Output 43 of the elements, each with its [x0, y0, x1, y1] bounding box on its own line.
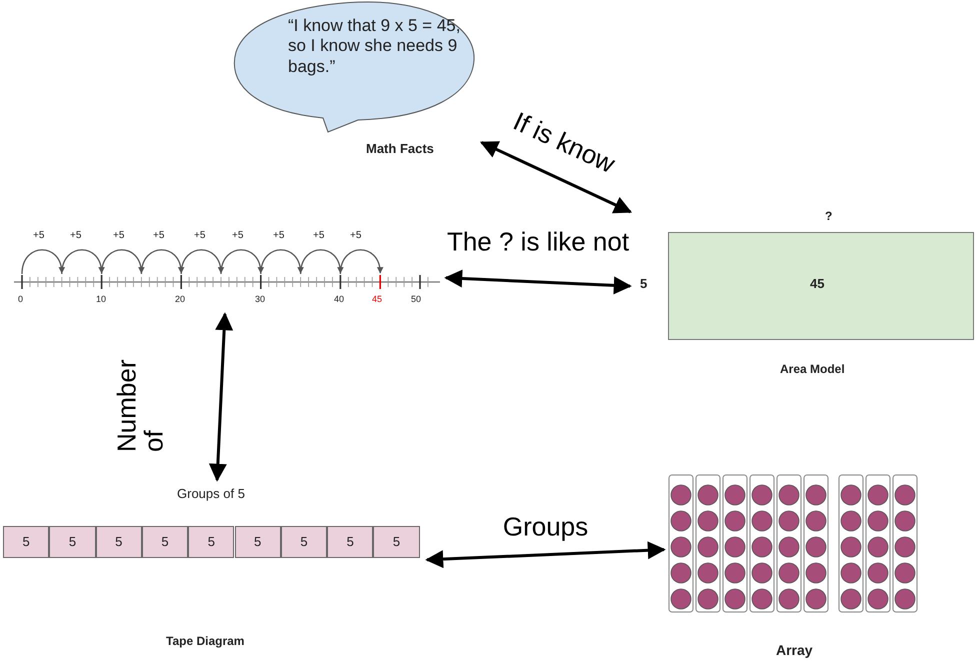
edge-label: If is know — [509, 108, 619, 178]
diagram-label: Array — [776, 642, 813, 658]
tape-segment: 5 — [234, 526, 281, 558]
dimension-label: 5 — [640, 276, 648, 291]
jump-label: +5 — [273, 230, 284, 241]
jump-label: +5 — [350, 230, 362, 241]
diagram-label: Area Model — [780, 362, 845, 376]
double-arrow — [208, 312, 234, 482]
tape-heading: Groups of 5 — [177, 486, 245, 501]
speech-text: “I know that 9 x 5 = 45, so I know she needs 9 bags.” — [288, 16, 462, 78]
double-arrow — [444, 270, 632, 294]
diagram-label: Math Facts — [366, 141, 434, 156]
tick-label: 0 — [18, 294, 24, 304]
dimension-label: ? — [825, 209, 832, 223]
tape-segment: 5 — [327, 526, 374, 558]
tape-segment: 5 — [280, 526, 328, 558]
area-value: 45 — [810, 276, 824, 291]
tick-label: 10 — [96, 294, 106, 304]
tape-segment: 5 — [3, 526, 50, 558]
jump-label: +5 — [70, 230, 82, 241]
tick-label: 30 — [255, 294, 266, 304]
tick-label: 50 — [411, 294, 422, 304]
array-drawing — [668, 474, 920, 614]
double-arrow — [425, 541, 666, 568]
jump-label: +5 — [113, 230, 124, 241]
jump-label: +5 — [33, 230, 44, 241]
edge-label: Number of — [114, 358, 168, 452]
edge-label: The ? is like not — [446, 228, 630, 256]
tape-segment: 5 — [96, 526, 142, 558]
jump-label: +5 — [232, 230, 244, 241]
jump-label: +5 — [313, 230, 324, 241]
tape-segment: 5 — [188, 526, 234, 558]
double-arrow — [480, 141, 632, 214]
jump-label: +5 — [153, 230, 164, 241]
tape-segment: 5 — [142, 526, 188, 558]
tape-segment: 5 — [49, 526, 96, 558]
diagram-label: Tape Diagram — [166, 634, 244, 648]
tick-label: 45 — [372, 294, 382, 304]
tick-label: 20 — [175, 294, 186, 304]
tick-label: 40 — [334, 294, 344, 304]
tape-segment: 5 — [373, 526, 420, 558]
edge-label: Groups — [502, 513, 588, 540]
jump-label: +5 — [194, 230, 206, 241]
